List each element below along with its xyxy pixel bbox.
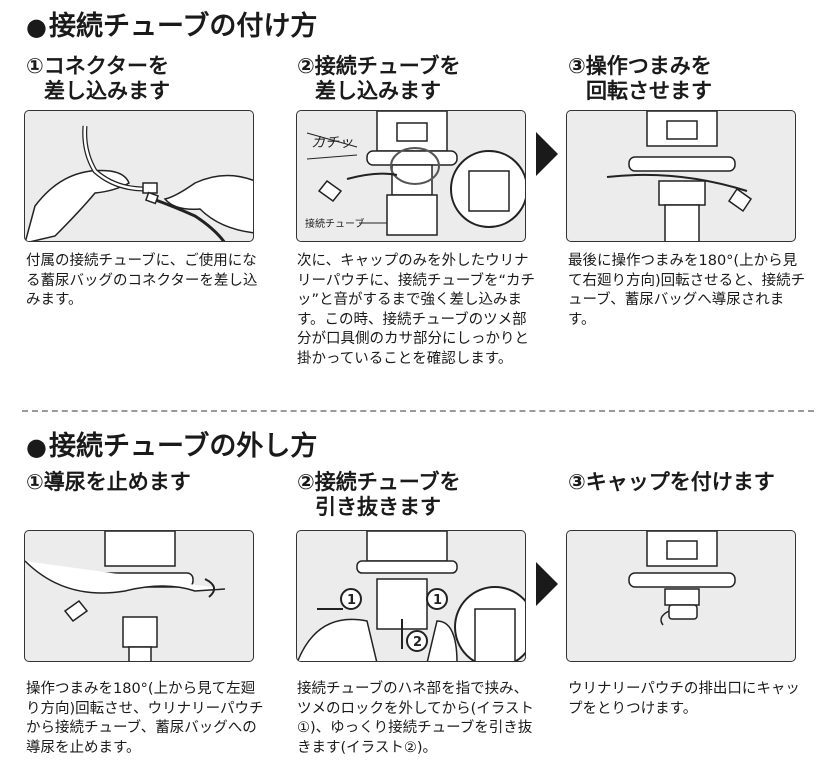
s2-step2-title-line2: 引き抜きます xyxy=(315,495,441,519)
marker-2: 2 xyxy=(413,635,422,650)
section1-heading: ●接続チューブの付け方 xyxy=(26,4,317,43)
s1-step3-illustration xyxy=(566,110,796,242)
marker-1-right: 1 xyxy=(433,593,442,608)
s2-step3-title: ③キャップを付けます xyxy=(568,470,775,495)
s2-step2-title-line1: ②接続チューブを xyxy=(297,470,461,494)
section2-title: 接続チューブの外し方 xyxy=(48,431,318,462)
s2-step3-illustration xyxy=(566,530,796,662)
s2-arrow-icon xyxy=(536,562,558,606)
s1-step1-title-line2: 差し込みます xyxy=(44,79,170,103)
section2-heading: ●接続チューブの外し方 xyxy=(26,424,317,463)
s2-step2-illustration: 1 1 2 xyxy=(296,530,526,662)
bullet-icon: ● xyxy=(26,13,47,41)
s1-step3-desc: 最後に操作つまみを180°(上から見て右廻り方向)回転させると、接続チューブ、蓄… xyxy=(568,253,806,328)
s1-step1-desc: 付属の接続チューブに、ご使用になる蓄尿バッグのコネクターを差し込みます。 xyxy=(26,253,258,308)
s2-step3-desc: ウリナリーパウチの排出口にキャップをとりつけます。 xyxy=(568,681,800,717)
marker-1-left: 1 xyxy=(347,593,356,608)
section1-title: 接続チューブの付け方 xyxy=(48,11,318,42)
s1-step1-title: ①コネクターを 差し込みます xyxy=(26,54,170,104)
callout-tube-text: 接続チューブ xyxy=(305,217,364,230)
s1-step2-title-line1: ②接続チューブを xyxy=(297,54,461,78)
s1-step1-title-line1: ①コネクターを xyxy=(26,54,169,78)
s1-step2-desc: 次に、キャップのみを外したウリナリーパウチに、接続チューブを“カチッ”と音がする… xyxy=(297,253,536,367)
s1-step1-illustration xyxy=(24,110,254,242)
s2-step1-title: ①導尿を止めます xyxy=(26,470,191,495)
s1-step3-title-line2: 回転させます xyxy=(586,79,712,103)
s1-step3-title-line1: ③操作つまみを xyxy=(568,54,712,78)
s2-step2-title: ②接続チューブを 引き抜きます xyxy=(297,470,461,520)
s2-step1-illustration xyxy=(24,530,254,662)
s1-step2-illustration: カチッ 接続チューブ xyxy=(296,110,526,242)
s1-step2-title-line2: 差し込みます xyxy=(315,79,441,103)
section-divider xyxy=(22,410,814,412)
callout-click-text: カチッ xyxy=(311,135,353,151)
s2-step3-title-line1: ③キャップを付けます xyxy=(568,470,775,494)
s1-step3-title: ③操作つまみを 回転させます xyxy=(568,54,712,104)
s2-step1-desc: 操作つまみを180°(上から見て左廻り方向)回転させ、ウリナリーパウチから接続チ… xyxy=(26,681,264,756)
s1-arrow-icon xyxy=(536,132,558,176)
s2-step1-title-line1: ①導尿を止めます xyxy=(26,470,191,494)
s2-step2-desc: 接続チューブのハネ部を指で挟み、ツメのロックを外してから(イラスト①)、ゆっくり… xyxy=(297,681,534,756)
bullet-icon: ● xyxy=(26,433,47,461)
s1-step2-title: ②接続チューブを 差し込みます xyxy=(297,54,461,104)
